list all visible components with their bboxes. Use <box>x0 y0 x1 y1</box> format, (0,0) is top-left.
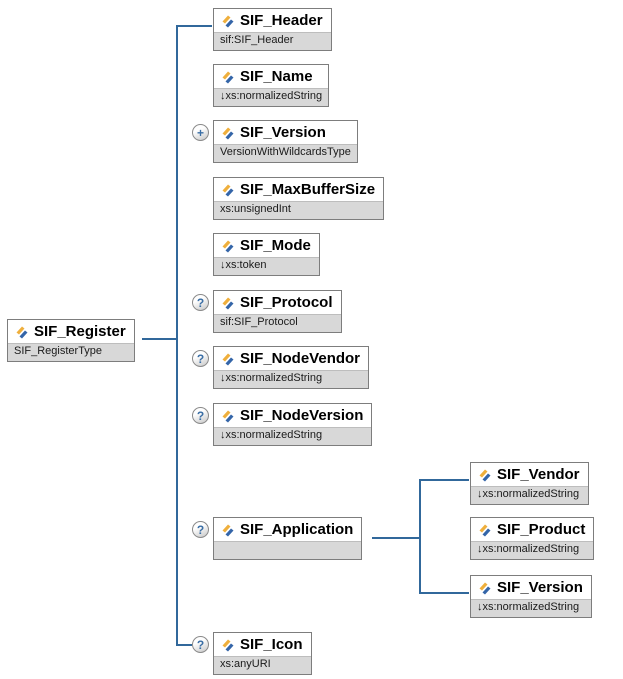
element-box-sif-nodeversion[interactable]: SIF_NodeVersion ↓xs:normalizedString <box>213 403 373 446</box>
element-icon <box>221 71 235 84</box>
element-title-bar: SIF_Version <box>471 576 591 599</box>
element-box-sif-product[interactable]: SIF_Product ↓xs:normalizedString <box>470 517 595 560</box>
element-type: ↓xs:normalizedString <box>471 599 591 617</box>
element-name: SIF_Version <box>240 124 326 141</box>
element-box-sif-protocol[interactable]: SIF_Protocol sif:SIF_Protocol <box>213 290 342 333</box>
element-icon <box>15 326 29 339</box>
plus-indicator-icon: + <box>192 124 209 141</box>
element-name: SIF_NodeVendor <box>240 350 361 367</box>
element-title-bar: SIF_Product <box>471 518 594 541</box>
question-indicator-icon: ? <box>192 350 209 367</box>
element-box-sif-maxbuffersize[interactable]: SIF_MaxBufferSize xs:unsignedInt <box>213 177 385 220</box>
element-type: ↓xs:normalizedString <box>471 486 588 504</box>
element-type: ↓xs:normalizedString <box>471 541 594 559</box>
element-name: SIF_MaxBufferSize <box>240 181 376 198</box>
element-name: SIF_Application <box>240 521 354 538</box>
element-title-bar: SIF_Icon <box>214 633 311 656</box>
element-name: SIF_Header <box>240 12 323 29</box>
element-icon <box>221 639 235 652</box>
element-box-sif-application[interactable]: SIF_Application <box>213 517 363 560</box>
element-icon <box>478 469 492 482</box>
element-type: sif:SIF_Protocol <box>214 314 341 332</box>
element-type: SIF_RegisterType <box>8 343 134 361</box>
element-box-sif-vendor[interactable]: SIF_Vendor ↓xs:normalizedString <box>470 462 589 505</box>
element-name: SIF_Version <box>497 579 583 596</box>
element-icon <box>221 410 235 423</box>
element-box-sif-mode[interactable]: SIF_Mode ↓xs:token <box>213 233 320 276</box>
element-icon <box>221 353 235 366</box>
element-title-bar: SIF_NodeVendor <box>214 347 369 370</box>
element-box-sif-header[interactable]: SIF_Header sif:SIF_Header <box>213 8 332 51</box>
element-box-sif-nodevendor[interactable]: SIF_NodeVendor ↓xs:normalizedString <box>213 346 370 389</box>
element-title-bar: SIF_Header <box>214 9 331 32</box>
element-box-sif-version-child[interactable]: SIF_Version ↓xs:normalizedString <box>470 575 592 618</box>
element-icon <box>221 127 235 140</box>
question-indicator-icon: ? <box>192 521 209 538</box>
element-icon <box>221 15 235 28</box>
element-name: SIF_Product <box>497 521 586 538</box>
element-type: ↓xs:normalizedString <box>214 370 369 388</box>
element-box-sif-icon[interactable]: SIF_Icon xs:anyURI <box>213 632 312 675</box>
element-title-bar: SIF_Register <box>8 320 134 343</box>
element-name: SIF_Vendor <box>497 466 580 483</box>
element-icon <box>221 297 235 310</box>
element-title-bar: SIF_Vendor <box>471 463 588 486</box>
question-indicator-icon: ? <box>192 294 209 311</box>
element-icon <box>221 240 235 253</box>
element-name: SIF_Register <box>34 323 126 340</box>
element-icon <box>478 524 492 537</box>
element-title-bar: SIF_Version <box>214 121 357 144</box>
element-type: ↓xs:normalizedString <box>214 88 329 106</box>
element-title-bar: SIF_Mode <box>214 234 319 257</box>
element-type <box>214 541 362 559</box>
element-icon <box>221 184 235 197</box>
element-title-bar: SIF_Protocol <box>214 291 341 314</box>
element-type: ↓xs:normalizedString <box>214 427 372 445</box>
wire-main-trunk <box>176 25 212 646</box>
element-name: SIF_NodeVersion <box>240 407 364 424</box>
element-type: sif:SIF_Header <box>214 32 331 50</box>
element-type: VersionWithWildcardsType <box>214 144 357 162</box>
element-name: SIF_Icon <box>240 636 303 653</box>
element-title-bar: SIF_MaxBufferSize <box>214 178 384 201</box>
element-icon <box>478 582 492 595</box>
question-indicator-icon: ? <box>192 407 209 424</box>
element-title-bar: SIF_NodeVersion <box>214 404 372 427</box>
element-icon <box>221 524 235 537</box>
element-name: SIF_Name <box>240 68 313 85</box>
element-type: ↓xs:token <box>214 257 319 275</box>
element-type: xs:unsignedInt <box>214 201 384 219</box>
element-name: SIF_Protocol <box>240 294 333 311</box>
element-name: SIF_Mode <box>240 237 311 254</box>
wire-application-trunk <box>419 479 469 594</box>
element-title-bar: SIF_Name <box>214 65 329 88</box>
element-title-bar: SIF_Application <box>214 518 362 541</box>
question-indicator-icon: ? <box>192 636 209 653</box>
element-box-sif-name[interactable]: SIF_Name ↓xs:normalizedString <box>213 64 330 107</box>
element-type: xs:anyURI <box>214 656 311 674</box>
